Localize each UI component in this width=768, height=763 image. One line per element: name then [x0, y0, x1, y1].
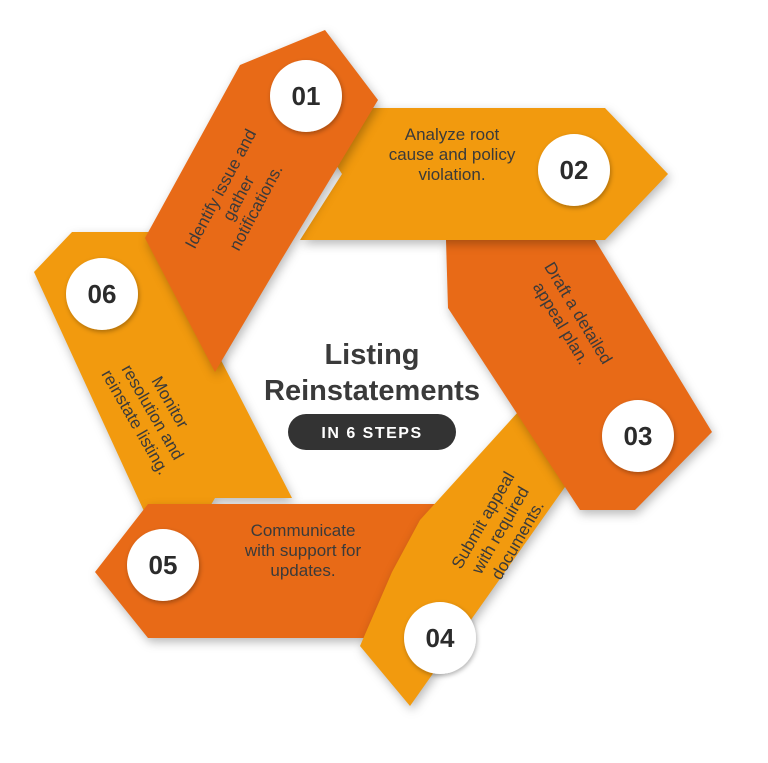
step-3-number: 03 — [624, 421, 653, 451]
step-5-number-circle: 05 — [127, 529, 199, 601]
step-2-number: 02 — [560, 155, 589, 185]
step-2-text-line: cause and policy — [389, 145, 516, 164]
steps-badge — [288, 414, 456, 450]
step-2-text-line: violation. — [418, 165, 485, 184]
step-6-number-circle: 06 — [66, 258, 138, 330]
step-5-text-line: updates. — [270, 561, 335, 580]
step-5-text-line: Communicate — [251, 521, 356, 540]
step-3-number-circle: 03 — [602, 400, 674, 472]
steps-badge-label: IN 6 STEPS — [321, 425, 422, 442]
step-2-text-line: Analyze root — [405, 125, 500, 144]
center-title: Listing Reinstatements IN 6 STEPS — [264, 339, 480, 450]
step-1-number-circle: 01 — [270, 60, 342, 132]
step-5-text-line: with support for — [244, 541, 362, 560]
step-1-number: 01 — [292, 81, 321, 111]
step-4-number-circle: 04 — [404, 602, 476, 674]
title-line-1: Listing — [324, 339, 419, 371]
step-4-number: 04 — [426, 623, 455, 653]
step-5-number: 05 — [149, 550, 178, 580]
step-6-number: 06 — [88, 279, 117, 309]
title-line-2: Reinstatements — [264, 375, 480, 407]
step-2-number-circle: 02 — [538, 134, 610, 206]
